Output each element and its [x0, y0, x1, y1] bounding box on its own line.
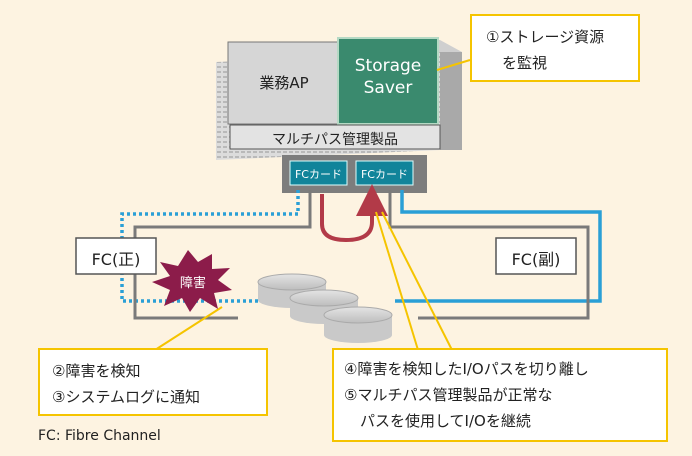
- storage-saver-box: [337, 37, 439, 125]
- app-label: 業務AP: [259, 74, 309, 92]
- footnote: FC: Fibre Channel: [38, 428, 161, 444]
- fc-card-2-label: FCカード: [360, 168, 408, 181]
- gray-path-left: [133, 190, 312, 320]
- callout-detect-line-2: ③システムログに通知: [52, 388, 200, 406]
- active-blue-path: [395, 190, 602, 303]
- callout-monitor: ①ストレージ資源 を監視: [470, 14, 640, 82]
- server-unit: [216, 37, 462, 193]
- storage-saver-label-1: Storage: [354, 56, 422, 76]
- disk-1-top: [257, 273, 327, 291]
- callout-failover-line-2: ⑤マルチパス管理製品が正常な: [344, 386, 553, 404]
- storage-saver-label-2: Saver: [363, 78, 413, 98]
- fc-card-1-label: FCカード: [294, 168, 342, 181]
- fc-primary-label: FC(正): [91, 250, 141, 269]
- fc-secondary-label: FC(副): [511, 250, 561, 269]
- app-box: [227, 41, 339, 125]
- multipath-label: マルチパス管理製品: [272, 132, 398, 148]
- multipath-bar: [229, 124, 441, 150]
- failure-burst: [152, 250, 232, 312]
- gray-path-right: [388, 190, 590, 320]
- callout-detect-line-1: ②障害を検知: [52, 362, 141, 380]
- disk-3-top: [323, 306, 393, 324]
- callout-monitor-line-2: を監視: [502, 54, 548, 72]
- callout-detect: ②障害を検知 ③システムログに通知: [38, 348, 268, 416]
- pointer-right-a: [375, 211, 419, 351]
- fc-card-1-box: [289, 160, 348, 186]
- pointer-top: [436, 59, 471, 71]
- fc-secondary-box: [495, 237, 577, 275]
- disk-2-top: [289, 289, 359, 307]
- storage-disks: [257, 273, 393, 343]
- callout-failover: ④障害を検知したI/Oパスを切り離し ⑤マルチパス管理製品が正常な パスを使用し…: [332, 348, 668, 442]
- pointer-right-b: [381, 211, 453, 351]
- pointer-left: [154, 306, 223, 351]
- failure-label: 障害: [179, 276, 206, 291]
- callout-failover-line-1: ④障害を検知したI/Oパスを切り離し: [344, 360, 589, 378]
- server-side-face: [440, 52, 462, 150]
- callout-monitor-line-1: ①ストレージ資源: [486, 28, 605, 46]
- callout-failover-line-3: パスを使用してI/Oを継続: [360, 412, 531, 430]
- pointer-lines: [154, 59, 471, 351]
- fc-primary-box: [75, 237, 157, 275]
- failover-arrow: [320, 184, 388, 243]
